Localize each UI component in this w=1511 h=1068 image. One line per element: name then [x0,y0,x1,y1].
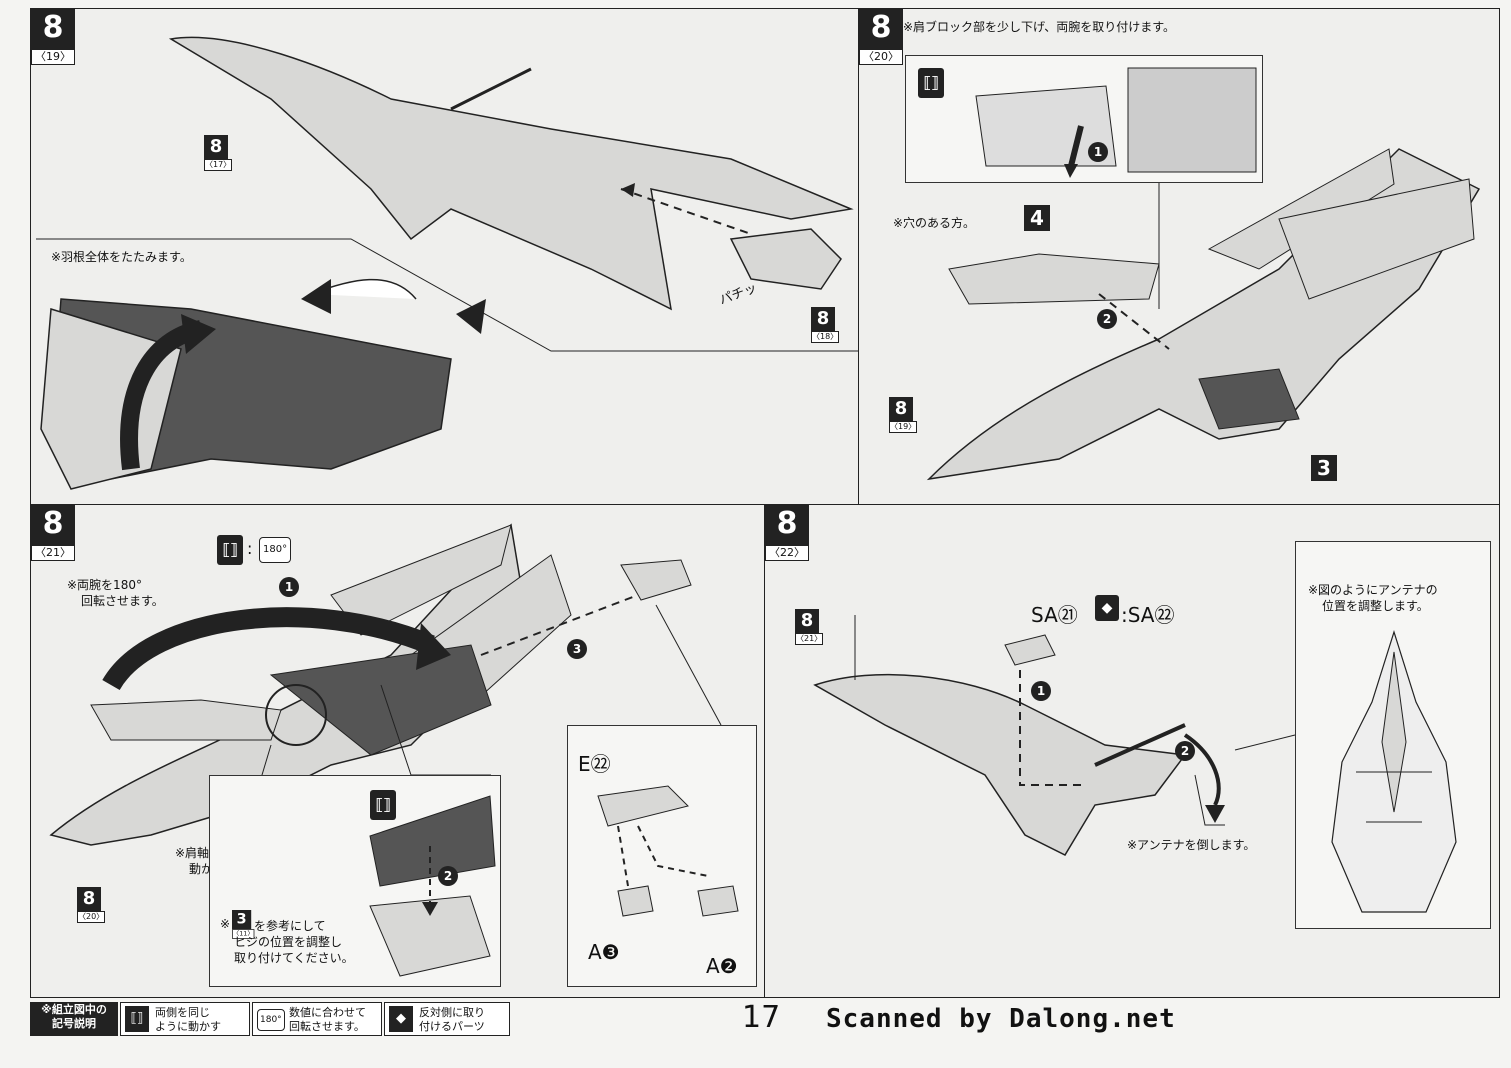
aircraft-illustration [813,615,1296,856]
step-badge: 8 〈20〉 [859,9,903,65]
note-lower-shoulder: ※肩ブロック部を少し下げ、両腕を取り付けます。 [903,20,1176,34]
legend-opposite-side: ◆ 反対側に取り 付けるパーツ [384,1002,510,1036]
step-number: 8 [31,505,75,545]
panel-step-21: 8 〈21〉 ⟦⟧ : 180° 1 3 ※両腕を180° 回転させます。 ※肩… [30,504,766,998]
step-arrow-1: 1 [1031,681,1051,701]
panel-step-22: 8 〈22〉 8〈21〉 SA㉑ ◆ :SA㉒ 1 2 ※アンテナを倒します。 … [764,504,1500,998]
colon-sep: : [247,539,253,558]
part-label-a3: A❸ [588,940,620,964]
symmetric-move-icon: ⟦⟧ [217,535,243,565]
note-fold-wings: ※羽根全体をたたみます。 [51,250,192,264]
elbow-detail-inset: ⟦⟧ 2 ※ 3〈11〉 を参考にして ヒジの位置を調整し 取り付けてください。 [209,775,501,987]
step-badge: 8 〈19〉 [31,9,75,65]
ref-step-18: 8〈18〉 [811,307,840,343]
page-number: 17 [742,1000,781,1035]
step-number: 8 [765,505,809,545]
symmetric-move-icon: ⟦⟧ [918,68,944,98]
legend-rotate: 180° 数値に合わせて 回転させます。 [252,1002,382,1036]
ref-step-17: 8〈17〉 [204,135,233,171]
symmetric-move-icon: ⟦⟧ [125,1006,149,1032]
ref-step-11: 3〈11〉 [232,910,255,939]
symbol-legend: ※組立図中の記号説明 ⟦⟧ 両側を同じ ように動かす 180° 数値に合わせて … [30,998,510,1040]
ref-step-19: 8〈19〉 [889,397,918,433]
antenna-reference-inset: ※図のようにアンテナの 位置を調整します。 [1295,541,1491,929]
note-rotate-1: ※両腕を180° [67,578,142,592]
note-elbow-1: を参考にして [254,919,326,933]
detail-inset: ⟦⟧ 1 [905,55,1263,183]
aircraft-illustration [49,523,722,846]
step-number: 8 [859,9,903,49]
note-antenna-2: 位置を調整します。 [1322,599,1429,613]
step-badge: 8 〈21〉 [31,505,75,561]
ref-step-21: 8〈21〉 [795,609,824,645]
substep-number: 〈21〉 [31,545,75,561]
step-arrow-1: 1 [1088,142,1108,162]
aircraft-illustration [926,148,1481,481]
note-elbow-prefix: ※ [220,917,231,931]
elbow-illustration [369,795,496,977]
note-elbow-2: ヒジの位置を調整し [234,935,343,949]
aircraft-illustration [36,36,859,490]
note-rotate-2: 回転させます。 [81,594,164,608]
part-label-sa22: :SA㉒ [1121,603,1175,627]
note-side-with-hole: ※穴のある方。 [893,216,976,230]
part-label-sa21: SA㉑ [1031,603,1078,627]
top-view-illustration [1331,629,1457,913]
note-elbow-3: 取り付けてください。 [234,951,354,965]
step-arrow-1: 1 [279,577,299,597]
part-3-badge: 3 [1311,455,1337,481]
part-4-badge: 4 [1024,205,1050,231]
step-arrow-2: 2 [1175,741,1195,761]
substep-number: 〈19〉 [31,49,75,65]
substep-number: 〈22〉 [765,545,809,561]
rotate-180-icon: 180° [259,537,292,563]
hand-detail-inset: E㉒ A❸ A❷ [567,725,757,987]
ref-step-20: 8〈20〉 [77,887,106,923]
substep-number: 〈20〉 [859,49,903,65]
opposite-side-icon: ◆ [1095,595,1119,621]
detail-illustration [975,67,1257,178]
note-antenna-1: ※図のようにアンテナの [1308,583,1438,597]
step-arrow-3: 3 [567,639,587,659]
step-arrow-2: 2 [1097,309,1117,329]
legend-symmetric: ⟦⟧ 両側を同じ ように動かす [120,1002,250,1036]
note-fold-antenna: ※アンテナを倒します。 [1127,838,1256,852]
rotate-icon: 180° [257,1009,285,1031]
step-number: 8 [31,9,75,49]
legend-title: ※組立図中の記号説明 [30,1002,118,1036]
hand-illustration [597,785,739,917]
panel-step-19: 8 〈19〉 ※羽根全体をたたみます。 8〈17〉 8〈18〉 パチッ [30,8,860,506]
scan-credit: Scanned by Dalong.net [826,1004,1176,1034]
panel-step-20: 8 〈20〉 ※肩ブロック部を少し下げ、両腕を取り付けます。 ⟦⟧ 1 ※穴のあ… [858,8,1500,506]
step-badge: 8 〈22〉 [765,505,809,561]
opposite-side-icon: ◆ [389,1006,413,1032]
symmetric-move-icon: ⟦⟧ [370,790,396,820]
part-label-a2: A❷ [706,954,738,978]
step-arrow-2: 2 [438,866,458,886]
part-label-e22: E㉒ [578,752,611,776]
